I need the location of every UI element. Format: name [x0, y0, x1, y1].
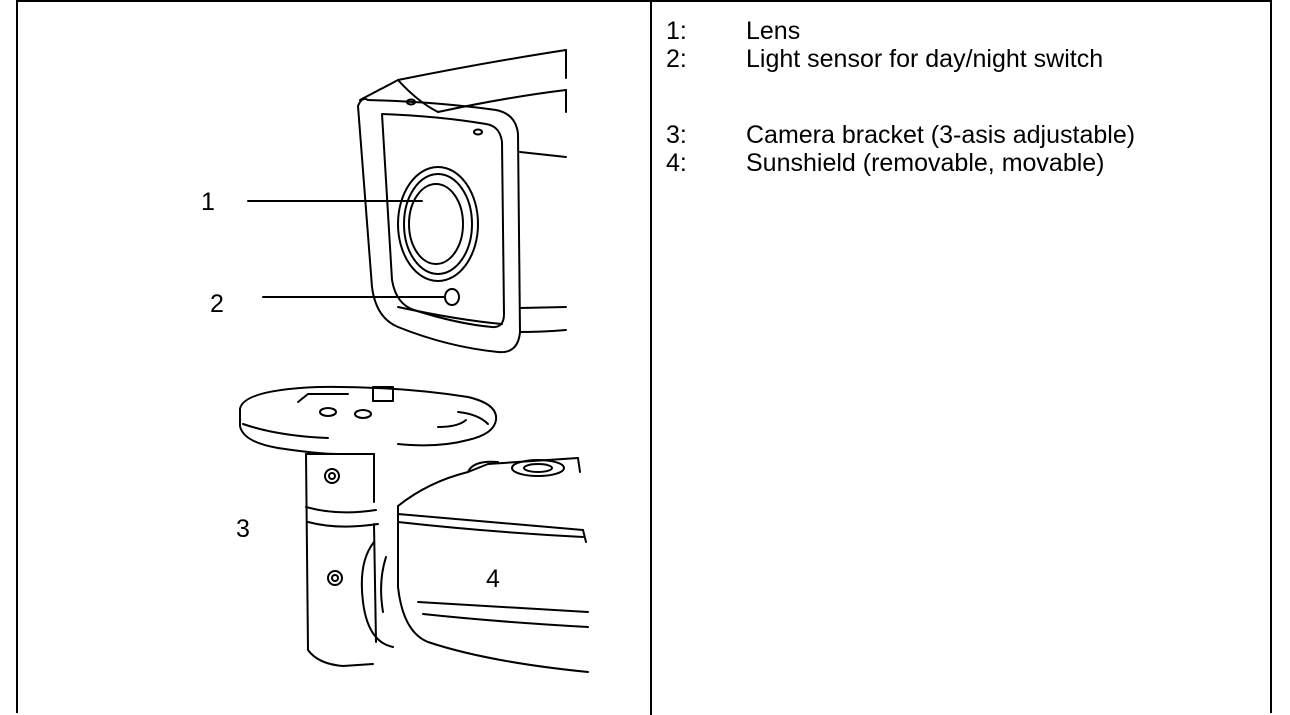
legend-number: 2: [666, 45, 687, 73]
legend-number: 3: [666, 121, 687, 149]
legend-item-camera-bracket: 3: Camera bracket (3-asis adjustable) [666, 122, 1135, 149]
camera-illustration [239, 49, 589, 673]
legend-text: Lens [746, 17, 801, 45]
legend-cell: 1: Lens 2: Light sensor for day/night swit… [666, 2, 1266, 715]
callout-1: 1 [201, 188, 215, 216]
legend-item-sunshield: 4: Sunshield (removable, movable) [666, 150, 1105, 177]
legend-item-lens: 1: Lens [666, 18, 800, 45]
camera-figure-cell: 1 2 3 4 [18, 2, 650, 715]
legend-number: 4: [666, 149, 687, 177]
document-table: 1 2 3 4 1: Lens 2: Light sensor for day/ni… [16, 0, 1272, 715]
legend-text: Camera bracket (3-asis adjustable) [746, 121, 1136, 149]
legend-number: 1: [666, 17, 687, 45]
legend-text: Light sensor for day/night switch [746, 45, 1104, 73]
callout-2: 2 [210, 290, 224, 318]
callout-4: 4 [486, 565, 500, 593]
callout-3: 3 [236, 515, 250, 543]
legend-text: Sunshield (removable, movable) [746, 149, 1105, 177]
legend-item-light-sensor: 2: Light sensor for day/night switch [666, 46, 1103, 73]
column-divider [650, 2, 652, 715]
